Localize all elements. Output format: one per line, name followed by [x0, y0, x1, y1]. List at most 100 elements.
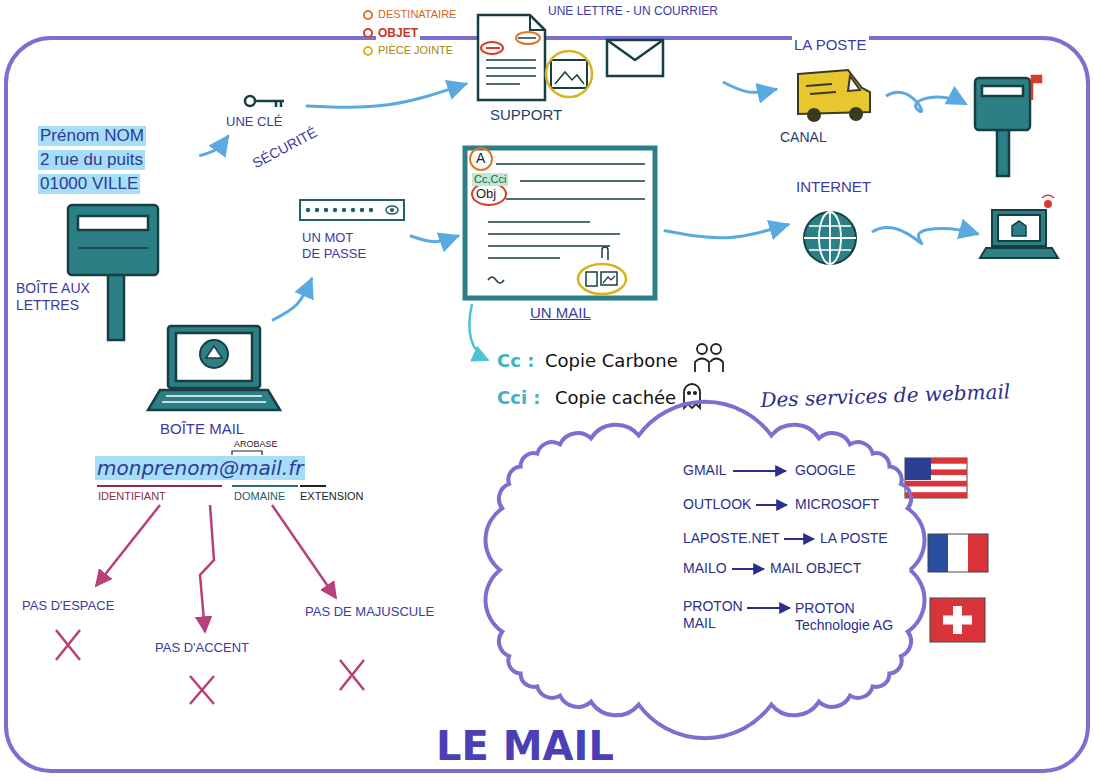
flow-arrow	[872, 227, 978, 243]
bullet	[364, 11, 372, 19]
password-field	[324, 208, 328, 212]
flow-arrow	[665, 225, 788, 238]
definition: Copie cachée	[555, 387, 676, 409]
laptop-mailbox	[148, 390, 280, 410]
mail-window	[578, 264, 626, 294]
laptop-destination	[992, 210, 1046, 246]
password-field	[333, 208, 337, 212]
laptop-destination	[1042, 195, 1054, 198]
key-icon	[280, 101, 283, 107]
mail-window	[488, 233, 620, 235]
letter-document	[486, 59, 536, 61]
part-label: IDENTIFIANT	[98, 490, 166, 503]
node-text: GMAIL	[683, 462, 727, 479]
term: Cci :	[497, 387, 541, 409]
password-field	[300, 200, 404, 220]
key-icon	[245, 96, 284, 107]
post-van	[808, 109, 820, 121]
mail-window	[602, 247, 608, 260]
post-van	[810, 92, 836, 94]
password-field	[315, 208, 319, 212]
flag-usa	[905, 492, 967, 498]
node-text: MAIL OBJECT	[770, 560, 861, 577]
node-text: PROTON MAIL	[683, 598, 753, 632]
field-label: DESTINATAIRE	[376, 8, 458, 21]
post-van	[798, 70, 870, 121]
node-text: SUPPORT	[490, 106, 562, 124]
node-text: Des services de webmail	[760, 379, 1011, 412]
envelope-icon	[607, 40, 663, 60]
envelope-icon	[607, 40, 663, 76]
node-text: 2 rue du puits	[38, 150, 145, 170]
flag-france	[928, 534, 988, 572]
part-label: AROBASE	[234, 439, 278, 450]
rule-note: PAS D'ESPACE	[22, 598, 114, 614]
flag-usa	[905, 458, 931, 480]
globe-icon	[809, 249, 851, 251]
section-label: SÉCURITÉ	[248, 123, 322, 173]
people-icon	[710, 359, 723, 373]
laptop-mailbox	[168, 326, 260, 388]
key-node: UNE CLÉ	[222, 90, 304, 134]
address-bracket	[300, 485, 326, 487]
rule-note: PAS DE MAJUSCULE	[305, 604, 405, 620]
mail-window	[470, 148, 492, 170]
people-icon	[697, 344, 707, 354]
letter-document	[530, 15, 545, 30]
rule-arrow	[96, 505, 160, 586]
password-field	[360, 208, 364, 212]
password-field	[369, 208, 373, 212]
flow-arrow	[872, 92, 978, 244]
definition: Copie Carbone	[545, 350, 678, 372]
mail-window	[465, 148, 655, 298]
ghost-icon	[694, 392, 696, 394]
mail-window	[520, 180, 645, 182]
part-label: DOMAINE	[234, 490, 285, 503]
flag-usa	[905, 481, 967, 487]
people-icon	[695, 359, 709, 373]
laptop-destination	[1045, 201, 1051, 207]
field-bullets	[364, 11, 372, 55]
rule-note: PAS D'ACCENT	[155, 640, 249, 656]
rule-arrow	[272, 505, 336, 598]
letter-document	[518, 37, 536, 39]
mail-window	[603, 276, 615, 283]
cross-mark	[190, 676, 214, 704]
flag-switzerland	[943, 616, 972, 625]
mail-window	[601, 272, 617, 285]
letter-document	[478, 15, 592, 100]
flow-arrow	[273, 279, 312, 320]
password-node: UN MOT DE PASSE	[296, 196, 408, 276]
letterbox-destination	[975, 78, 1030, 130]
letterbox-left	[78, 247, 148, 249]
laptop-mailbox	[206, 346, 222, 358]
service-arrow	[756, 504, 787, 506]
node-text: UNE LETTRE - UN COURRIER	[548, 4, 718, 18]
password-field	[351, 208, 355, 212]
post-office-node: LA POSTECANAL	[780, 34, 885, 159]
globe-icon	[809, 225, 851, 227]
frame	[6, 38, 1088, 771]
ghost-icon	[688, 392, 690, 394]
node-text: OUTLOOK	[683, 496, 751, 513]
password-field	[306, 208, 310, 212]
flag-france	[928, 534, 948, 572]
mail-window	[488, 245, 610, 247]
email-address: monprenom@mail.fr	[95, 456, 305, 480]
node-text: BOÎTE MAIL	[160, 420, 244, 438]
node-text: BOÎTE AUX LETTRES	[16, 280, 106, 314]
globe-icon	[804, 237, 856, 239]
flag-usa	[905, 458, 967, 498]
term: Cc :	[497, 350, 534, 372]
post-van	[850, 108, 862, 120]
flag-france	[948, 534, 968, 572]
cloud-outline	[486, 402, 925, 738]
internet-node: INTERNET	[792, 176, 884, 268]
password-field	[300, 200, 404, 220]
mailbox-laptop-node: BOÎTE MAIL	[150, 322, 280, 441]
rule-arrow	[96, 505, 336, 632]
letter-document	[486, 75, 536, 77]
envelope-icon	[607, 40, 663, 76]
mail-window	[472, 183, 506, 205]
laptop-destination	[1012, 221, 1026, 236]
